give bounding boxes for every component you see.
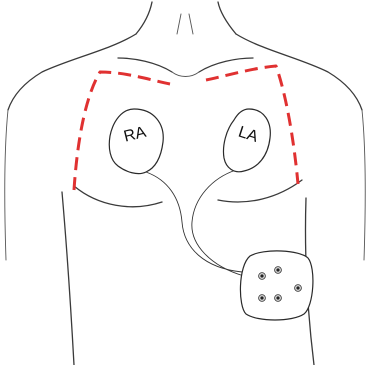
monitor-contact bbox=[275, 295, 282, 302]
left-shoulder-outline bbox=[8, 34, 136, 110]
la-electrode: LA bbox=[223, 109, 270, 172]
monitor-contact bbox=[259, 295, 266, 302]
monitor-contact-center bbox=[260, 296, 263, 299]
la-lead-wire bbox=[192, 170, 244, 276]
monitor-contact-center bbox=[260, 274, 263, 277]
ra-electrode: RA bbox=[109, 109, 163, 174]
right-arm-outline bbox=[5, 110, 8, 260]
right-pectoral-line bbox=[74, 186, 162, 207]
monitor-contact bbox=[295, 285, 302, 292]
ra-lead-wire bbox=[146, 172, 242, 272]
monitor-contact-center bbox=[296, 286, 299, 289]
neck-left-outline bbox=[136, 2, 152, 34]
monitor-contact bbox=[275, 267, 282, 274]
monitor-contact-center bbox=[276, 268, 279, 271]
throat-line-left bbox=[177, 14, 181, 34]
left-pectoral-line bbox=[218, 180, 302, 202]
monitor-contact-center bbox=[276, 296, 279, 299]
right-shoulder-outline bbox=[236, 34, 362, 110]
monitor-patch-body bbox=[240, 251, 313, 320]
right-clavicle bbox=[118, 58, 172, 72]
right-torso-side bbox=[62, 192, 74, 365]
neck-right-outline bbox=[218, 2, 236, 34]
left-arm-outline bbox=[362, 110, 365, 260]
monitor-patch bbox=[240, 251, 313, 320]
sternal-notch bbox=[172, 72, 199, 77]
monitor-contact bbox=[259, 273, 266, 280]
throat-line-right bbox=[189, 14, 193, 34]
